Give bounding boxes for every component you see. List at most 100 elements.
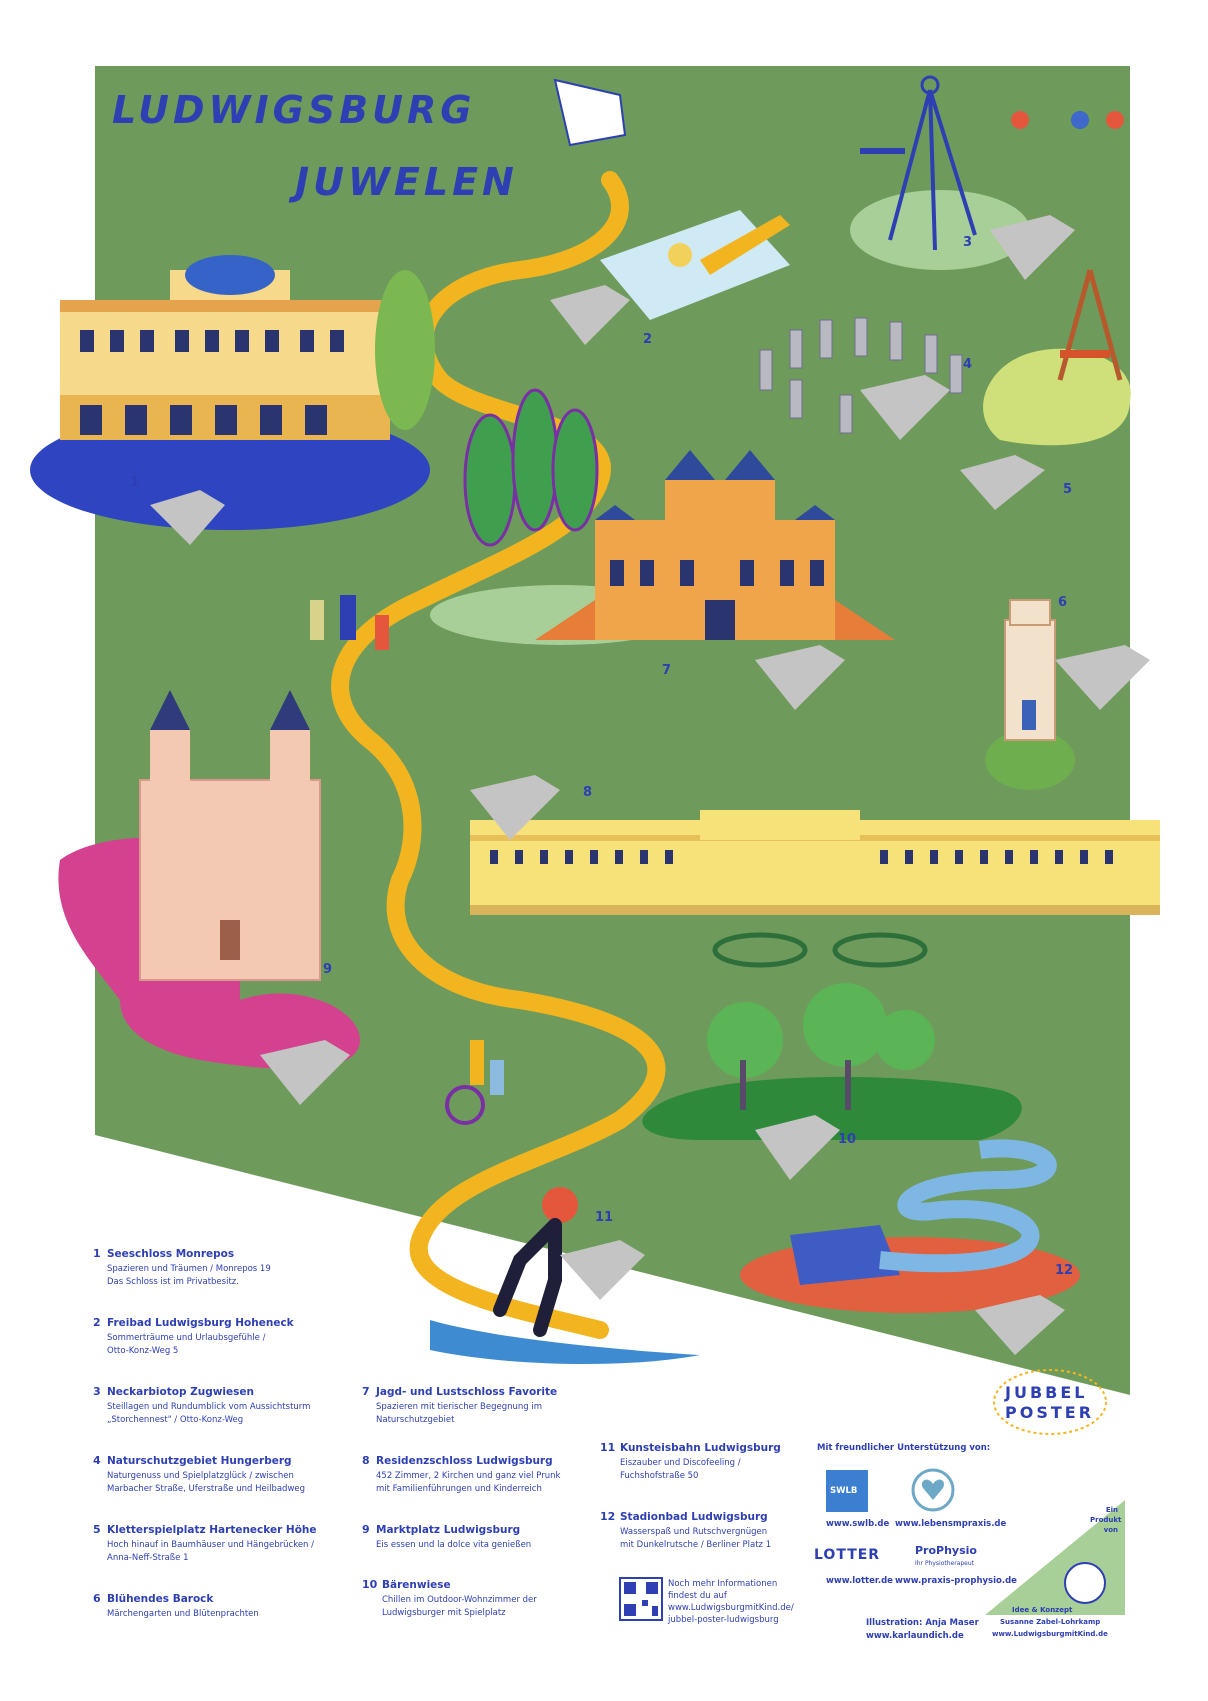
qr-code — [619, 1577, 663, 1621]
legend-number: 4 — [93, 1454, 101, 1467]
product-line: Ein — [1105, 1506, 1118, 1514]
diamond-marker-10 — [755, 1115, 840, 1180]
legend-number: 7 — [362, 1385, 370, 1398]
legend-entry-4: 4 Naturschutzgebiet Hungerberg Naturgenu… — [93, 1454, 353, 1496]
legend-number: 12 — [600, 1510, 616, 1523]
legend-desc: Spazieren und Träumen / Monrepos 19 — [107, 1264, 271, 1274]
legend-desc: Marbacher Straße, Uferstraße und Heilbad… — [107, 1484, 306, 1494]
legend-name: Neckarbiotop Zugwiesen — [107, 1386, 254, 1398]
map-number-5: 5 — [1063, 482, 1073, 497]
legend-desc: Steillagen und Rundumblick vom Aussichts… — [107, 1402, 311, 1412]
stadionbad-illustration — [740, 1139, 1080, 1313]
freibad-illustration — [600, 210, 790, 320]
jubbel-logo-line1: JUBBEL — [1005, 1383, 1088, 1402]
legend-desc: Sommerträume und Urlaubsgefühle / — [107, 1333, 266, 1343]
aussichtsturm-illustration — [850, 75, 1124, 270]
legend-number: 8 — [362, 1454, 370, 1467]
lotter-logo-text: LOTTER — [814, 1547, 881, 1563]
diamond-marker-7 — [755, 645, 845, 710]
legend-desc: Wasserspaß und Rutschvergnügen — [620, 1527, 768, 1537]
jubbel-outline — [993, 1369, 1107, 1435]
qr-info-text: Noch mehr Informationen findest du auf w… — [668, 1578, 794, 1626]
legend-desc: Otto-Konz-Weg 5 — [107, 1346, 179, 1356]
qr-text-line: jubbel-poster-ludwigsburg — [668, 1615, 779, 1625]
lotter-url: www.lotter.de — [826, 1576, 893, 1586]
swlb-logo-text: SWLB — [830, 1486, 858, 1496]
legend-number: 2 — [93, 1316, 101, 1329]
poster-title-line1: LUDWIGSBURG — [112, 88, 476, 132]
legend-number: 3 — [93, 1385, 101, 1398]
walking-people-illustration — [310, 595, 389, 650]
diamond-marker-3 — [990, 215, 1075, 280]
product-label: Ein Produkt von — [1090, 1505, 1122, 1535]
qr-text-line: findest du auf — [668, 1591, 727, 1601]
prophysio-url: www.praxis-prophysio.de — [895, 1576, 1017, 1586]
legend-name: Stadionbad Ludwigsburg — [620, 1511, 768, 1523]
prophysio-logo-text: ProPhysio — [915, 1544, 977, 1557]
product-line: Produkt — [1090, 1516, 1122, 1524]
legend-desc: mit Dunkelrutsche / Berliner Platz 1 — [620, 1540, 772, 1550]
product-line: von — [1103, 1526, 1118, 1534]
legend-desc: Spazieren mit tierischer Begegnung im — [376, 1402, 543, 1412]
diamond-marker-12 — [975, 1295, 1065, 1355]
map-number-8: 8 — [583, 785, 593, 800]
legend-desc: Hoch hinauf in Baumhäuser und Hängebrück… — [107, 1540, 315, 1550]
ludwigsburgmitkind-logo — [1064, 1562, 1106, 1604]
diamond-marker-9 — [260, 1040, 350, 1105]
legend-number: 10 — [362, 1578, 378, 1591]
swlb-logo-box — [826, 1470, 868, 1512]
legend-number: 6 — [93, 1592, 101, 1605]
legend-entry-12: 12 Stadionbad Ludwigsburg Wasserspaß und… — [600, 1510, 800, 1552]
bluehendes-barock-tower-illustration — [985, 599, 1075, 790]
legend-desc: Märchengarten und Blütenprachten — [107, 1609, 259, 1619]
diamond-markers — [150, 215, 1150, 1355]
heart-icon — [922, 1479, 944, 1500]
legend-name: Kletterspielplatz Hartenecker Höhe — [107, 1524, 317, 1536]
legend-entry-2: 2 Freibad Ludwigsburg Hoheneck Sommerträ… — [93, 1316, 353, 1358]
legend-name: Marktplatz Ludwigsburg — [376, 1524, 521, 1536]
map-number-9: 9 — [323, 962, 333, 977]
residenzschloss-illustration — [470, 810, 1160, 968]
lebensmpraxis-url: www.lebensmpraxis.de — [895, 1519, 1007, 1529]
legend-name: Naturschutzgebiet Hungerberg — [107, 1455, 292, 1467]
legend-entry-11: 11 Kunsteisbahn Ludwigsburg Eiszauber un… — [600, 1441, 800, 1483]
illustration-credit-line2: www.karlaundich.de — [866, 1631, 964, 1641]
jubbel-logo-line2: POSTER — [1005, 1403, 1095, 1422]
map-number-1: 1 — [130, 475, 140, 490]
prophysio-subtitle: Ihr Physiotherapeut — [915, 1560, 975, 1567]
legend-entry-7: 7 Jagd- und Lustschloss Favorite Spazier… — [362, 1385, 622, 1427]
baerenwiese-illustration — [642, 983, 1022, 1140]
legend-desc: Fuchshofstraße 50 — [620, 1471, 699, 1481]
legend-desc: mit Familienführungen und Kinderreich — [376, 1484, 542, 1494]
legend-name: Kunsteisbahn Ludwigsburg — [620, 1442, 781, 1454]
schloss-favorite-illustration — [430, 450, 895, 645]
legend-number: 5 — [93, 1523, 101, 1536]
legend-desc: Eiszauber und Discofeeling / — [620, 1458, 741, 1468]
jewel-diamond — [553, 78, 627, 147]
legend-name: Seeschloss Monrepos — [107, 1248, 235, 1260]
legend-desc: Anna-Neff-Straße 1 — [107, 1553, 189, 1563]
legend-desc: Naturgenuss und Spielplatzglück / zwisch… — [107, 1471, 294, 1481]
legend-entry-6: 6 Blühendes Barock Märchengarten und Blü… — [93, 1592, 353, 1621]
diamond-marker-8 — [470, 775, 560, 840]
trees-illustration — [463, 388, 599, 547]
legend-name: Bärenwiese — [382, 1579, 451, 1591]
legend-number: 11 — [600, 1441, 616, 1454]
wheelchair-people-illustration — [445, 1040, 504, 1125]
legend-number: 9 — [362, 1523, 370, 1536]
legend-desc: „Storchennest" / Otto-Konz-Weg — [107, 1415, 244, 1425]
idea-label: Idee & Konzept — [1012, 1606, 1073, 1614]
legend-desc: 452 Zimmer, 2 Kirchen und ganz viel Prun… — [376, 1471, 561, 1481]
map-number-11: 11 — [595, 1210, 614, 1225]
map-number-3: 3 — [963, 235, 973, 250]
legend-entry-8: 8 Residenzschloss Ludwigsburg 452 Zimmer… — [362, 1454, 622, 1496]
diamond-marker-4 — [860, 375, 950, 440]
legend-entry-1: 1 Seeschloss Monrepos Spazieren und Träu… — [93, 1247, 353, 1289]
diamond-marker-6 — [1055, 645, 1150, 710]
diamond-marker-11 — [560, 1240, 645, 1300]
kunsteisbahn-illustration — [430, 1187, 700, 1365]
map-number-4: 4 — [963, 357, 973, 372]
qr-text-line: www.LudwigsburgmitKind.de/ — [668, 1603, 794, 1613]
idea-url: www.LudwigsburgmitKind.de — [992, 1630, 1108, 1638]
